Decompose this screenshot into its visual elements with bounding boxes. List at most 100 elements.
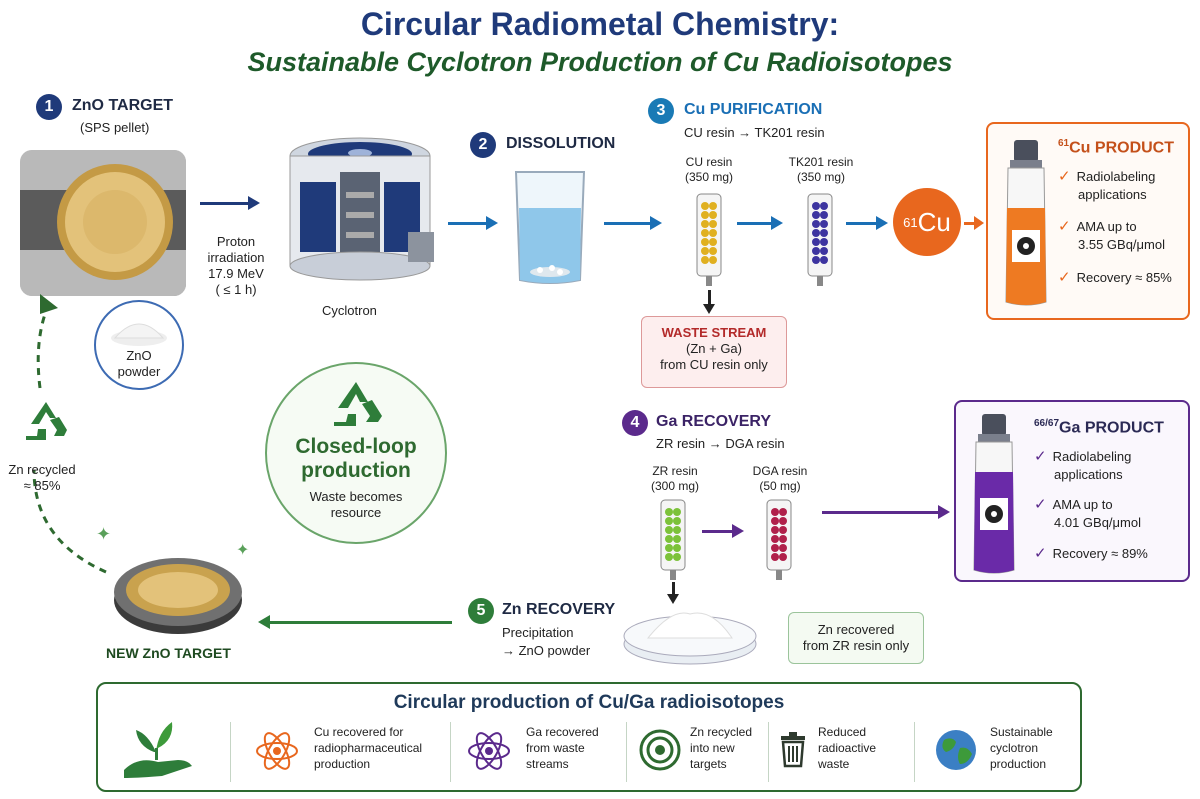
bottom-item-2: Ga recovered from waste streams [526, 724, 599, 772]
cu-product-mass: 61 [1058, 138, 1070, 149]
zno-pellet-photo [20, 150, 186, 296]
check-icon: ✓ [1058, 269, 1071, 286]
arrowhead-icon [771, 216, 783, 230]
step-2-badge: 2 [470, 132, 496, 158]
step-5-title: Zn RECOVERY [502, 601, 616, 618]
irradiation-line-4: ( ≤ 1 h) [215, 282, 257, 297]
ga-product-title: 66/67Ga PRODUCT [1034, 418, 1164, 437]
bottom-item-3: Zn recycled into new targets [690, 724, 752, 772]
cu-resin-mass: (350 mg) [684, 170, 734, 184]
arrowhead-icon [248, 196, 260, 210]
cyclotron-label: Cyclotron [322, 303, 377, 318]
ga-bullet-3: ✓Recovery ≈ 89% [1034, 544, 1148, 562]
closed-loop-line-4: resource [330, 505, 382, 520]
cu-product-title: 61Cu PRODUCT [1058, 138, 1174, 157]
separator [768, 722, 769, 782]
zn-recovered-line-2: from ZR resin only [802, 638, 910, 653]
zn-recycled-label: Zn recycled ≈ 85% [0, 462, 84, 494]
bottom-summary-box: Circular production of Cu/Ga radioisotop… [96, 682, 1082, 792]
step-3-subtitle: CU resin → TK201 resin [684, 125, 825, 140]
cu-bullet-1a: Radiolabeling [1076, 169, 1156, 184]
closed-loop-line-3: Waste becomes [309, 489, 403, 504]
powder-label-1: ZnO [126, 348, 152, 363]
pellet-icon [20, 150, 186, 296]
trash-icon [781, 732, 805, 768]
powder-icon [111, 323, 167, 346]
bottom-item-4-line-1: Reduced [818, 725, 867, 739]
recycle-small-icon [26, 402, 67, 440]
beaker-icon [514, 171, 586, 284]
cu-circle-mass: 61 [903, 214, 918, 230]
arrowhead-icon [974, 216, 984, 230]
dga-resin-name: DGA resin [752, 464, 808, 478]
bottom-item-1-line-2: radiopharmaceutical [314, 741, 423, 755]
hand-plant-icon [124, 722, 192, 778]
bottom-item-3-line-3: targets [690, 757, 727, 771]
bottom-item-1: Cu recovered for radiopharmaceutical pro… [314, 724, 422, 772]
recycle-loop-arrow [32, 294, 107, 574]
arrow-cu-to-tk201 [737, 222, 771, 225]
bottom-item-2-line-1: Ga recovered [526, 725, 599, 739]
step-4-badge: 4 [622, 410, 648, 436]
closed-loop-title-2: production [301, 459, 411, 482]
zn-recycled-line-2: ≈ 85% [23, 478, 61, 493]
zr-resin-name: ZR resin [652, 464, 698, 478]
cu-bullet-2a: AMA up to [1076, 219, 1137, 234]
arrowhead-icon [732, 524, 744, 538]
bottom-item-5-line-2: cyclotron [990, 741, 1039, 755]
cu-resin-column-icon [696, 193, 722, 286]
page-title: Circular Radiometal Chemistry: [360, 6, 840, 42]
ga-bullet-2a: AMA up to [1052, 497, 1113, 512]
check-icon: ✓ [1058, 168, 1071, 185]
waste-stream-box: WASTE STREAM (Zn + Ga) from CU resin onl… [641, 316, 787, 388]
atom-purple-icon [468, 732, 510, 770]
step-5-line-1: Precipitation [502, 625, 574, 640]
irradiation-line-1: Proton [216, 234, 256, 249]
bottom-title: Circular production of Cu/Ga radioisotop… [393, 692, 785, 713]
ga-product-title-text: Ga PRODUCT [1059, 419, 1164, 437]
bottom-item-1-line-1: Cu recovered for [314, 725, 404, 739]
ga-bullet-2b: 4.01 GBq/μmol [1054, 515, 1141, 530]
page-subtitle: Sustainable Cyclotron Production of Cu R… [247, 47, 953, 77]
ga-bullet-1a: Radiolabeling [1052, 449, 1132, 464]
bottom-item-5-line-1: Sustainable [990, 725, 1053, 739]
arrow-to-ga-product [822, 511, 938, 514]
check-icon: ✓ [1058, 218, 1071, 235]
bottom-item-2-line-2: from waste [526, 741, 585, 755]
tk201-resin-name: TK201 resin [788, 155, 854, 169]
step-2-title: DISSOLUTION [506, 135, 616, 152]
arrowhead-icon [876, 216, 888, 230]
zr-resin-column-icon [660, 499, 686, 580]
bottom-item-5: Sustainable cyclotron production [990, 724, 1053, 772]
separator [914, 722, 915, 782]
cu-bullet-3-text: Recovery ≈ 85% [1076, 270, 1172, 285]
separator [626, 722, 627, 782]
arrowhead-icon [938, 505, 950, 519]
ga-vial-icon [973, 414, 1015, 574]
cu-resin-name: CU resin [685, 155, 733, 169]
ga-bullet-3-text: Recovery ≈ 89% [1052, 546, 1148, 561]
bottom-item-5-line-3: production [990, 757, 1047, 771]
cu-bullet-2: ✓ AMA up to 3.55 GBq/μmol [1058, 218, 1165, 254]
bottom-item-3-line-1: Zn recycled [690, 725, 753, 739]
separator [450, 722, 451, 782]
arrowhead-down-icon [703, 304, 715, 314]
cyclotron-icon [289, 137, 434, 281]
target-icon [639, 729, 681, 771]
powder-label-2: powder [117, 364, 161, 379]
cu-bullet-1b: applications [1078, 187, 1147, 202]
cu-bullet-2b: 3.55 GBq/μmol [1078, 237, 1165, 252]
step-3-title: Cu PURIFICATION [684, 101, 823, 118]
bottom-item-4: Reduced radioactive waste [818, 724, 876, 772]
step-1-title: ZnO TARGET [72, 97, 174, 114]
bottom-item-4-line-3: waste [818, 757, 850, 771]
step-4-subtitle: ZR resin → DGA resin [656, 436, 785, 451]
arrow-zr-to-dga [702, 530, 732, 533]
zn-recovered-box: Zn recovered from ZR resin only [788, 612, 924, 664]
new-target-label: NEW ZnO TARGET [106, 645, 231, 661]
arrow-to-new-target [270, 621, 452, 624]
cu-bullet-3: ✓ Recovery ≈ 85% [1058, 268, 1172, 286]
tk201-resin-mass: (350 mg) [796, 170, 846, 184]
check-icon: ✓ [1034, 496, 1047, 513]
zn-recovered-line-1: Zn recovered [817, 622, 895, 637]
